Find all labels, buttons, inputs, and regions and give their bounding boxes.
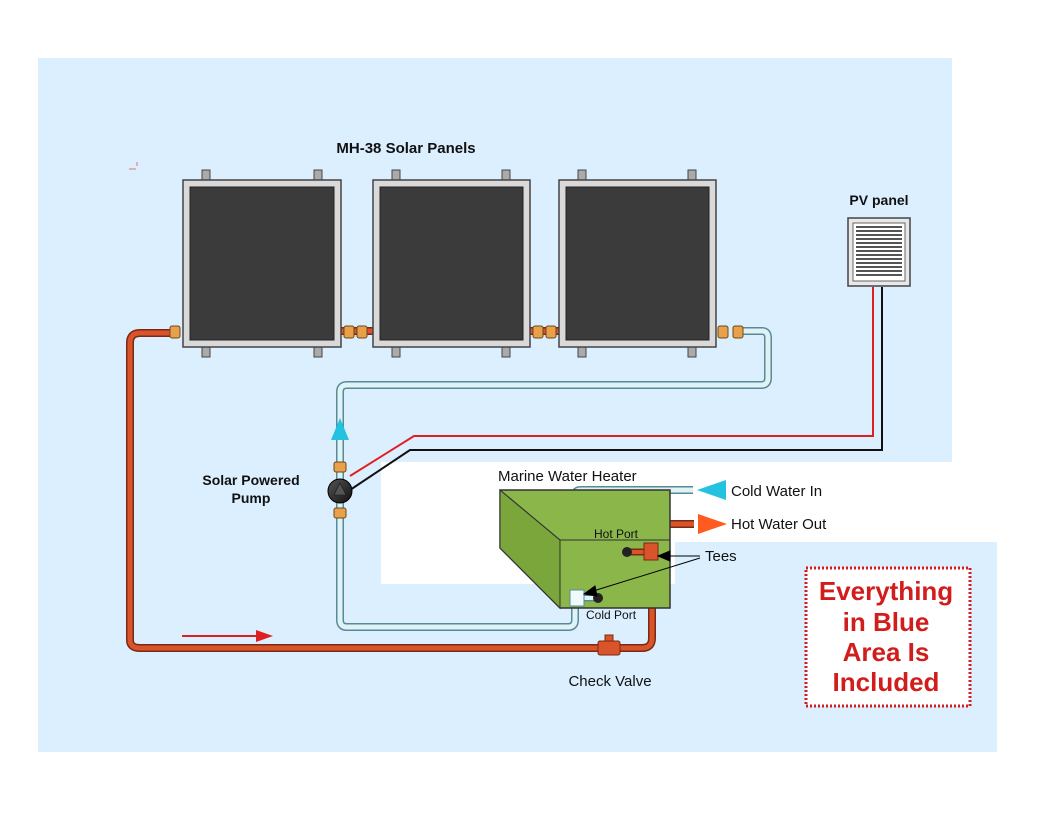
hot-port-label: Hot Port [594, 527, 639, 541]
cold-port-label: Cold Port [586, 608, 637, 622]
heater-label: Marine Water Heater [498, 468, 637, 485]
panels-title: MH-38 Solar Panels [336, 140, 475, 157]
callout-line2: in Blue [843, 607, 930, 637]
pump-label-line1: Solar Powered [202, 472, 299, 488]
hot-water-out-label: Hot Water Out [731, 516, 827, 533]
callout-line3: Area Is [843, 637, 930, 667]
tees-pointers [582, 550, 701, 597]
solar-panel-2 [372, 169, 531, 358]
marine-water-heater [499, 488, 671, 610]
solar-panel-1 [182, 169, 342, 358]
pv-panel-label: PV panel [849, 192, 908, 208]
hot-water-out-arrow-icon [698, 514, 727, 534]
tees-label: Tees [705, 548, 737, 565]
callout-box [804, 566, 972, 708]
callout-line1: Everything [819, 576, 953, 606]
check-valve-label: Check Valve [568, 673, 651, 690]
pump-icon [327, 478, 353, 504]
brass-fittings [169, 325, 744, 519]
hot-port-fitting [622, 542, 659, 561]
flow-right-arrow-icon [182, 630, 273, 642]
cold-water-in-arrow-icon [697, 480, 726, 500]
cold-water-in-label: Cold Water In [731, 483, 822, 500]
cold-port-fitting [569, 589, 603, 607]
stray-mark [129, 162, 138, 170]
pv-panel [847, 217, 911, 287]
pv-wires [349, 287, 883, 491]
flow-up-arrow-icon [331, 418, 349, 440]
check-valve-icon [597, 634, 621, 656]
pump-label-line2: Pump [232, 490, 271, 506]
solar-panel-3 [558, 169, 717, 358]
callout-line4: Included [833, 667, 940, 697]
